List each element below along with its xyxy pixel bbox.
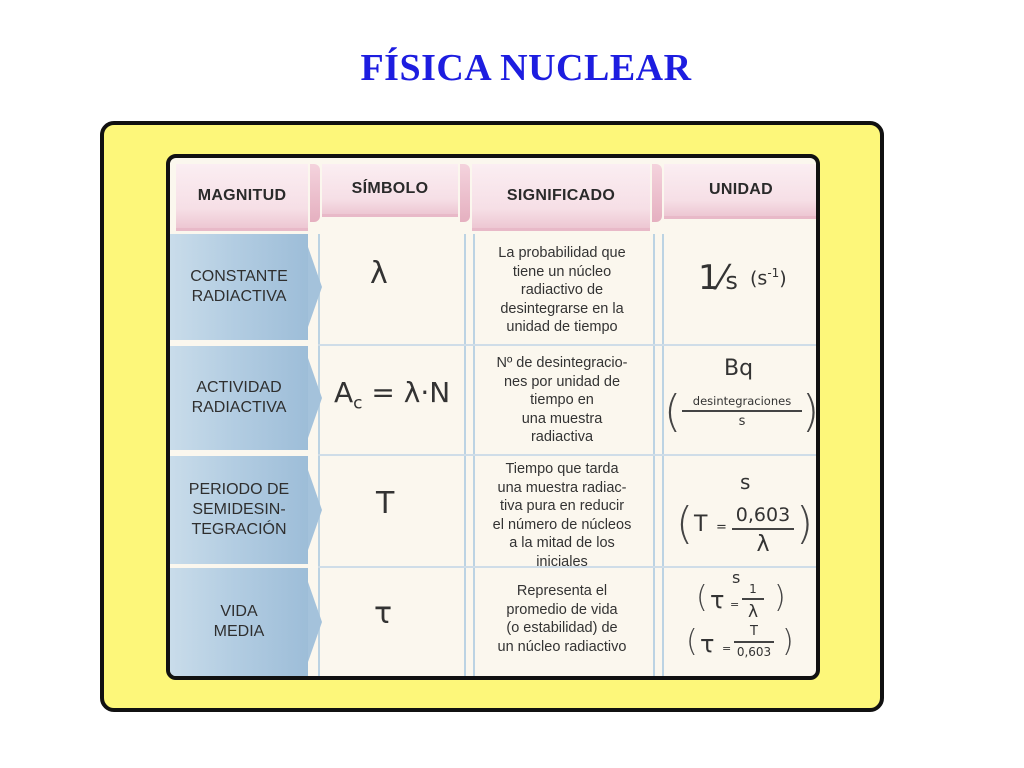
unit-tau-lhs: τ: [700, 630, 715, 658]
row-separator: [318, 566, 816, 568]
unit-equals: =: [716, 520, 727, 535]
row-separator: [318, 454, 816, 456]
symbol-subscript: c: [353, 393, 363, 414]
nuclear-physics-table: MAGNITUD SÍMBOLO SIGNIFICADO UNIDAD CONS…: [166, 154, 820, 680]
unit-paren-open: (: [696, 580, 708, 615]
header-simbolo: SÍMBOLO: [322, 164, 458, 217]
header-tab: [310, 164, 320, 222]
unit-second: s: [740, 470, 751, 494]
unit-half-life-lhs: T: [694, 512, 708, 537]
unit-second: s: [732, 568, 741, 587]
magnitud-line: VIDA: [220, 603, 258, 620]
symbol-tau: τ: [374, 596, 393, 631]
symbol-base: A: [334, 376, 354, 409]
magnitud-line: RADIACTIVA: [191, 399, 287, 416]
symbol-rest: = λ·N: [362, 376, 451, 409]
magnitud-line: TEGRACIÓN: [191, 521, 287, 538]
unit-paren-open: (: [664, 386, 682, 437]
row-separator: [318, 344, 816, 346]
symbol-t: T: [376, 486, 395, 521]
unit-equals: =: [722, 642, 732, 655]
unit-paren-open: (: [686, 624, 698, 659]
unit-paren-open: (: [676, 498, 694, 549]
symbol-lambda: λ: [370, 256, 388, 291]
unit-alt-notation: (s-1): [750, 266, 787, 290]
magnitud-line: SEMIDESIN-: [192, 501, 286, 518]
unit-paren-close: ): [796, 498, 814, 549]
magnitud-line: CONSTANTE: [190, 268, 288, 285]
unit-tau-lhs: τ: [710, 586, 725, 614]
magnitud-cell: VIDA MEDIA: [170, 568, 322, 676]
unit-inverse-second: 1⁄s: [698, 258, 738, 298]
magnitud-cell: ACTIVIDAD RADIACTIVA: [170, 346, 322, 450]
magnitud-cell: PERIODO DE SEMIDESIN- TEGRACIÓN: [170, 456, 322, 564]
header-unidad: UNIDAD: [664, 164, 816, 219]
header-tab: [460, 164, 470, 222]
page-title: FÍSICA NUCLEAR: [360, 47, 692, 89]
header-tab: [652, 164, 662, 222]
unit-paren-close: ): [802, 386, 820, 437]
unit-becquerel: Bq: [724, 356, 754, 381]
magnitud-line: ACTIVIDAD: [196, 379, 282, 396]
unit-paren-close: ): [782, 624, 794, 659]
magnitud-line: PERIODO DE: [188, 481, 290, 498]
unit-equals: =: [730, 598, 740, 611]
header-magnitud: MAGNITUD: [176, 164, 308, 231]
magnitud-line: RADIACTIVA: [191, 288, 287, 305]
header-significado: SIGNIFICADO: [472, 164, 650, 231]
magnitud-line: MEDIA: [213, 623, 265, 640]
unit-paren-close: ): [774, 580, 786, 615]
magnitud-cell: CONSTANTE RADIACTIVA: [170, 234, 322, 340]
symbol-activity: Ac = λ·N: [334, 376, 450, 414]
